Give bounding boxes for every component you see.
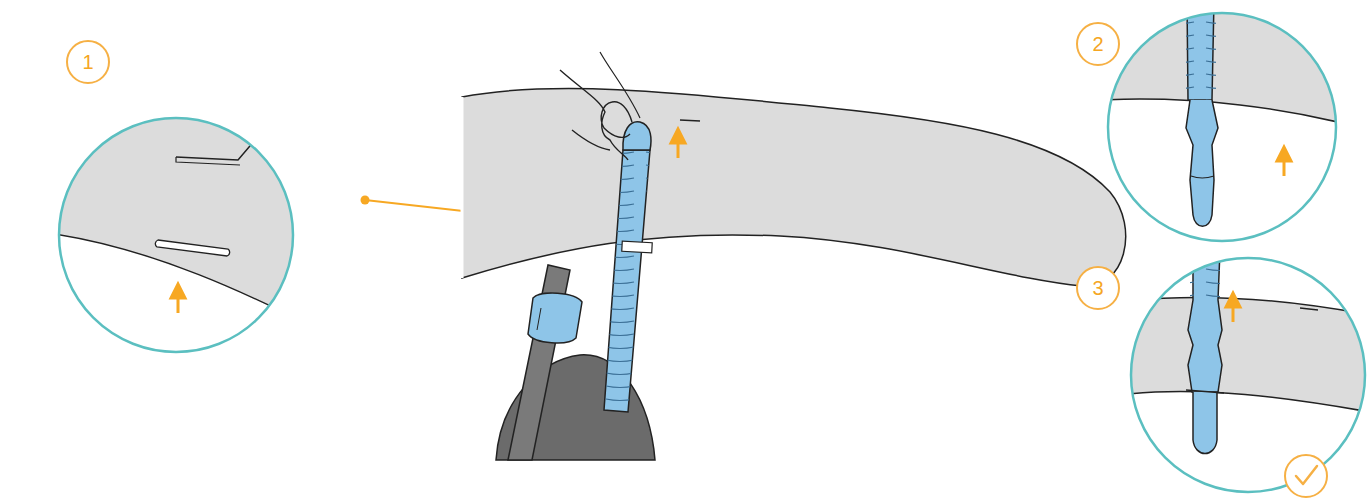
callout-number: 1 bbox=[73, 52, 103, 72]
callout-number: 3 bbox=[1083, 278, 1113, 298]
callout-number: 2 bbox=[1083, 34, 1113, 54]
detail-one bbox=[40, 98, 320, 330]
callout-circle bbox=[67, 41, 109, 83]
